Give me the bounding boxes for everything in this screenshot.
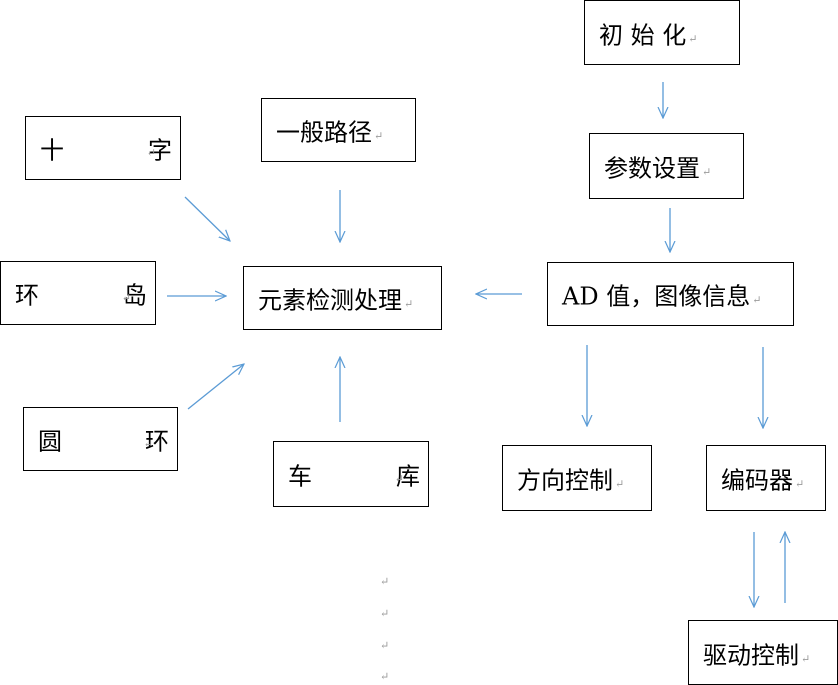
paragraph-mark: ↵ [394,472,404,486]
direction-control-box: 方向控制↵ [502,445,652,511]
ring-box: 圆 环↵ [23,407,178,471]
init-label: 初 始 化 [599,21,687,49]
init-box: 初 始 化↵ [584,0,740,65]
crossroad-label-second: 字 [148,136,172,165]
paragraph-mark: ↵ [146,146,156,160]
ring-label-first: 圆 [38,427,62,456]
paragraph-mark: ↵ [702,165,712,179]
paragraph-mark: ↵ [801,652,811,665]
element-detect-box: 元素检测处理↵ [243,266,442,330]
encoder-label: 编码器 [721,466,793,495]
paragraph-mark: ↵ [380,639,390,652]
direction-control-label: 方向控制 [517,466,613,495]
crossroad-box: 十 字↵ [25,116,181,180]
paragraph-mark: ↵ [615,477,625,491]
params-box: 参数设置↵ [589,133,744,199]
params-label: 参数设置 [604,154,700,183]
arrow-round-to-element [187,364,244,410]
drive-control-box: 驱动控制↵ [688,620,838,685]
paragraph-mark: ↵ [374,129,384,143]
paragraph-mark: ↵ [404,297,414,311]
paragraph-mark: ↵ [380,575,390,588]
general-path-label: 一般路径 [276,118,372,147]
island-label-second: 岛 [123,281,147,310]
garage-label-second: 库 [396,462,420,491]
paragraph-mark: ↵ [688,32,698,45]
garage-label-first: 车 [288,462,312,491]
ring-label-second: 环 [145,427,169,456]
arrow-cross-to-element [184,196,230,241]
crossroad-label-first: 十 [40,136,64,165]
paragraph-mark: ↵ [380,670,390,683]
drive-control-label: 驱动控制 [703,641,799,669]
ad-image-box: AD 值，图像信息↵ [547,262,794,326]
paragraph-mark: ↵ [752,293,762,307]
paragraph-mark: ↵ [795,477,805,491]
roundabout-island-box: 环 岛↵ [0,261,156,325]
general-path-box: 一般路径↵ [261,98,416,162]
element-detect-label: 元素检测处理 [258,286,402,315]
ad-image-label: AD 值，图像信息 [562,282,751,311]
island-label-first: 环 [15,281,39,310]
paragraph-mark: ↵ [380,607,390,620]
paragraph-mark: ↵ [143,437,153,451]
paragraph-mark: ↵ [121,291,131,305]
garage-box: 车 库↵ [273,441,429,507]
encoder-box: 编码器↵ [706,445,826,511]
